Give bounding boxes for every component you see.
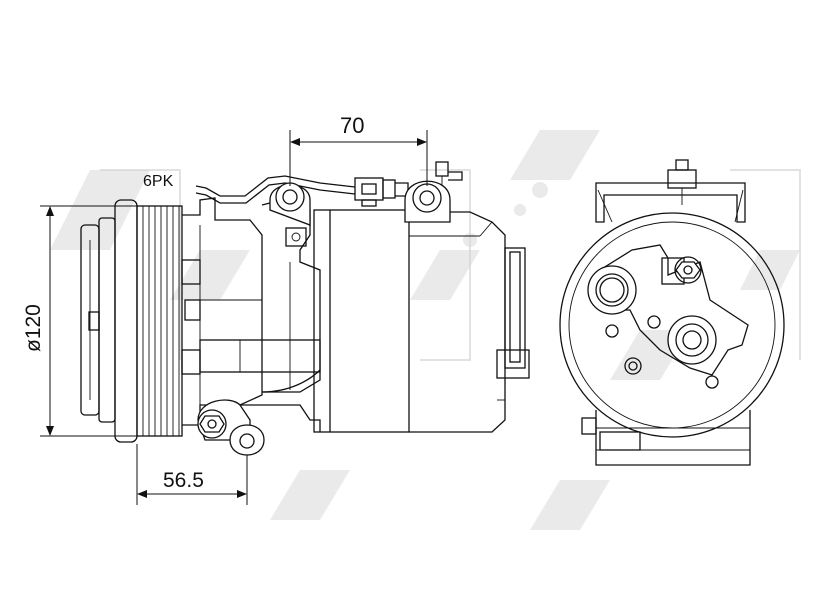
clutch-plate (80, 217, 116, 423)
dimension-56-5-label: 56.5 (163, 469, 204, 492)
rear-top-bracket (595, 159, 746, 223)
bottom-mounting-ears (197, 399, 321, 456)
compressor-rear-view (559, 159, 785, 466)
dimension-diameter-label: ø120 (22, 304, 45, 352)
suction-port (587, 265, 637, 315)
dimension-70 (289, 130, 428, 186)
pulley (114, 199, 183, 443)
compressor-side-view: 6PK 70 ø120 56.5 (22, 113, 530, 505)
discharge-port (667, 315, 717, 365)
pulley-grooves (142, 206, 180, 436)
dimension-70-label: 70 (340, 113, 364, 138)
dimension-pulley-diameter (40, 205, 137, 437)
top-mounting-ear-left (269, 182, 311, 226)
top-mounting-ear-right (404, 161, 463, 223)
rear-housing (559, 212, 785, 466)
main-body (313, 209, 530, 433)
rear-bolts (605, 315, 719, 389)
front-housing (181, 197, 263, 426)
pressure-valve (674, 256, 702, 284)
belt-type-label: 6PK (143, 173, 174, 190)
dimension-56-5 (136, 444, 248, 505)
